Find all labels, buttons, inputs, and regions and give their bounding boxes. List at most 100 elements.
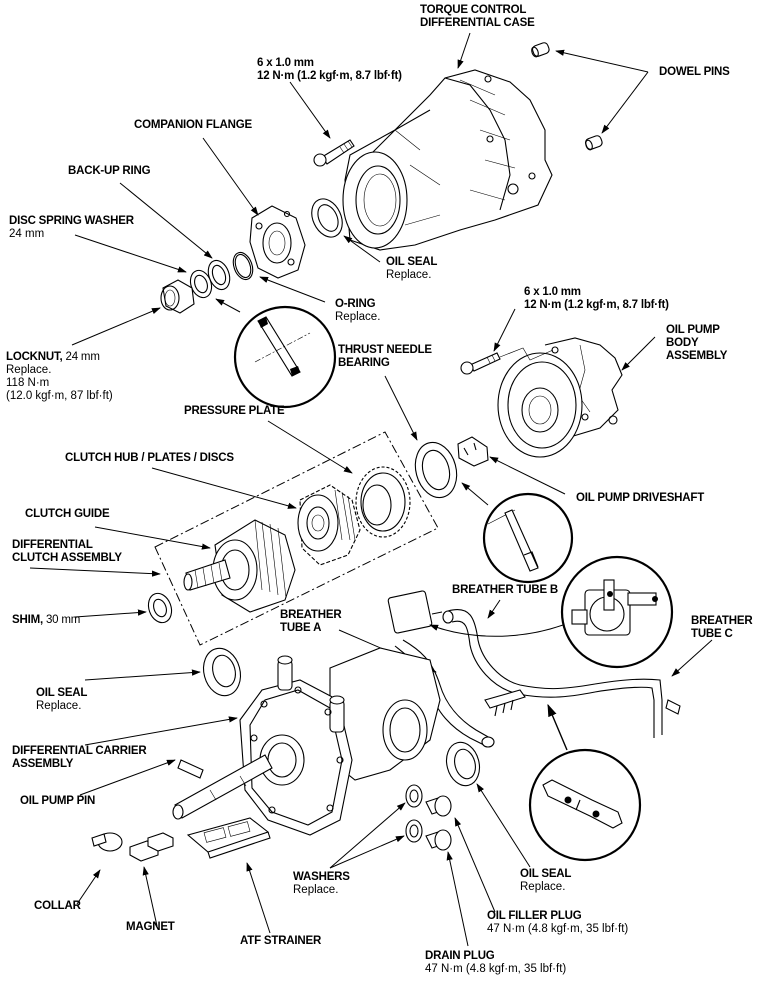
label-title-main: LOCKNUT, [6, 351, 63, 363]
label-title: DIFFERENTIAL CARRIER [12, 745, 147, 757]
label-clutch-guide: CLUTCH GUIDE [25, 508, 110, 521]
label-title: DISC SPRING WASHER [9, 215, 134, 227]
differential-carrier-assembly [172, 647, 441, 836]
label-pressure-plate: PRESSURE PLATE [184, 405, 285, 418]
label-breather-tube-a: BREATHER TUBE A [280, 609, 342, 635]
label-title-size: 30 mm [45, 614, 81, 626]
case-bolt [313, 139, 355, 167]
label-oil-seal-left: OIL SEAL Replace. [36, 687, 87, 713]
shim [147, 592, 173, 624]
label-title: 6 x 1.0 mm [257, 57, 314, 69]
label-title: 6 x 1.0 mm [524, 286, 581, 298]
label-oil-pump-body-assembly: OIL PUMP BODY ASSEMBLY [666, 324, 727, 363]
label-differential-clutch-assembly: DIFFERENTIAL CLUTCH ASSEMBLY [12, 539, 122, 565]
o-ring [232, 251, 254, 281]
breather-tube-c [594, 678, 681, 738]
label-oil-pump-driveshaft: OIL PUMP DRIVESHAFT [576, 492, 704, 505]
torque-spec: 12 N·m (1.2 kgf·m, 8.7 lbf·ft) [524, 299, 669, 311]
label-title: BREATHER [691, 615, 753, 627]
label-title: ASSEMBLY [12, 758, 74, 770]
clutch-guide [183, 519, 296, 613]
oil-pump-driveshaft [457, 436, 489, 467]
label-note: 24 mm [9, 228, 45, 240]
label-title: DOWEL PINS [659, 66, 730, 78]
label-title: TUBE C [691, 628, 733, 640]
oil-seal-lower [445, 741, 481, 787]
label-note: Replace. [520, 881, 566, 893]
label-title: DRAIN PLUG [425, 950, 495, 962]
label-note: Replace. [335, 311, 381, 323]
label-magnet: MAGNET [126, 921, 175, 934]
label-title: OIL PUMP [666, 324, 720, 336]
torque-spec: 47 N·m (4.8 kgf·m, 35 lbf·ft) [425, 963, 567, 975]
label-note: Replace. [6, 364, 52, 376]
label-title: O-RING [335, 298, 376, 310]
locknut [160, 279, 195, 314]
clutch-hub [297, 484, 361, 566]
label-title: OIL SEAL [520, 868, 572, 880]
label-title: OIL FILLER PLUG [487, 910, 582, 922]
washer [405, 784, 423, 808]
pressure-plate [355, 466, 411, 538]
label-title-size: 24 mm [65, 351, 100, 363]
breather-tube-b [387, 590, 596, 698]
label-case-bolt-spec: 6 x 1.0 mm 12 N·m (1.2 kgf·m, 8.7 lbf·ft… [257, 57, 402, 83]
label-title: SHIM, 30 mm [12, 614, 80, 627]
label-title: ATF STRAINER [240, 935, 322, 947]
label-oil-seal-lower: OIL SEAL Replace. [520, 868, 571, 894]
torque-spec: 118 N·m [6, 377, 50, 389]
label-disc-spring-washer: DISC SPRING WASHER 24 mm [9, 215, 134, 241]
label-shim: SHIM, 30 mm [12, 614, 80, 627]
label-note: Replace. [386, 269, 432, 281]
label-title: DIFFERENTIAL CASE [420, 17, 535, 29]
label-title: TORQUE CONTROL [420, 4, 527, 16]
label-atf-strainer: ATF STRAINER [240, 935, 321, 948]
label-locknut: LOCKNUT, 24 mm Replace. 118 N·m (12.0 kg… [6, 351, 113, 403]
label-thrust-needle-bearing: THRUST NEEDLE BEARING [338, 344, 432, 370]
dowel-pin [585, 135, 603, 151]
label-collar: COLLAR [34, 900, 81, 913]
magnet [129, 832, 174, 862]
washer [405, 819, 423, 843]
breather-tube-b-detail [560, 555, 674, 669]
label-title: BREATHER [280, 609, 342, 621]
label-differential-carrier-assembly: DIFFERENTIAL CARRIER ASSEMBLY [12, 745, 147, 771]
label-back-up-ring: BACK-UP RING [68, 165, 151, 178]
label-title: CLUTCH HUB / PLATES / DISCS [65, 452, 234, 464]
torque-spec: 47 N·m (4.8 kgf·m, 35 lbf·ft) [487, 923, 629, 935]
oil-filler-plug [425, 795, 452, 817]
label-title: MAGNET [126, 921, 175, 933]
label-title: OIL PUMP DRIVESHAFT [576, 492, 705, 504]
label-title: ASSEMBLY [666, 350, 728, 362]
oil-seal-left [202, 647, 242, 697]
label-dowel-pins: DOWEL PINS [659, 66, 730, 79]
label-title: BEARING [338, 357, 390, 369]
label-torque-control-differential-case: TORQUE CONTROL DIFFERENTIAL CASE [420, 4, 535, 30]
label-companion-flange: COMPANION FLANGE [134, 119, 252, 132]
label-title: CLUTCH ASSEMBLY [12, 552, 122, 564]
label-breather-tube-b: BREATHER TUBE B [452, 584, 558, 597]
label-title: LOCKNUT, 24 mm [6, 351, 113, 364]
label-title: BREATHER TUBE B [452, 584, 559, 596]
oil-pump-body-assembly [497, 337, 623, 458]
atf-strainer [186, 817, 271, 859]
companion-flange [249, 205, 306, 279]
label-title: COLLAR [34, 900, 81, 912]
label-title: OIL PUMP PIN [20, 795, 96, 807]
label-title: BACK-UP RING [68, 165, 151, 177]
label-drain-plug: DRAIN PLUG 47 N·m (4.8 kgf·m, 35 lbf·ft) [425, 950, 566, 976]
label-title: OIL SEAL [36, 687, 88, 699]
label-washers: WASHERS Replace. [293, 871, 350, 897]
label-title: TUBE A [280, 622, 322, 634]
oil-pump-pin [177, 759, 204, 779]
label-title: WASHERS [293, 871, 350, 883]
dowel-pin [531, 42, 550, 58]
pump-bolt [460, 347, 554, 375]
disc-spring-washer-detail [233, 305, 337, 409]
collar [91, 832, 123, 852]
breather-tube-a-detail [528, 748, 642, 862]
label-o-ring: O-RING Replace. [335, 298, 380, 324]
torque-spec: (12.0 kgf·m, 87 lbf·ft) [6, 390, 113, 402]
thrust-needle-bearing [414, 441, 458, 499]
